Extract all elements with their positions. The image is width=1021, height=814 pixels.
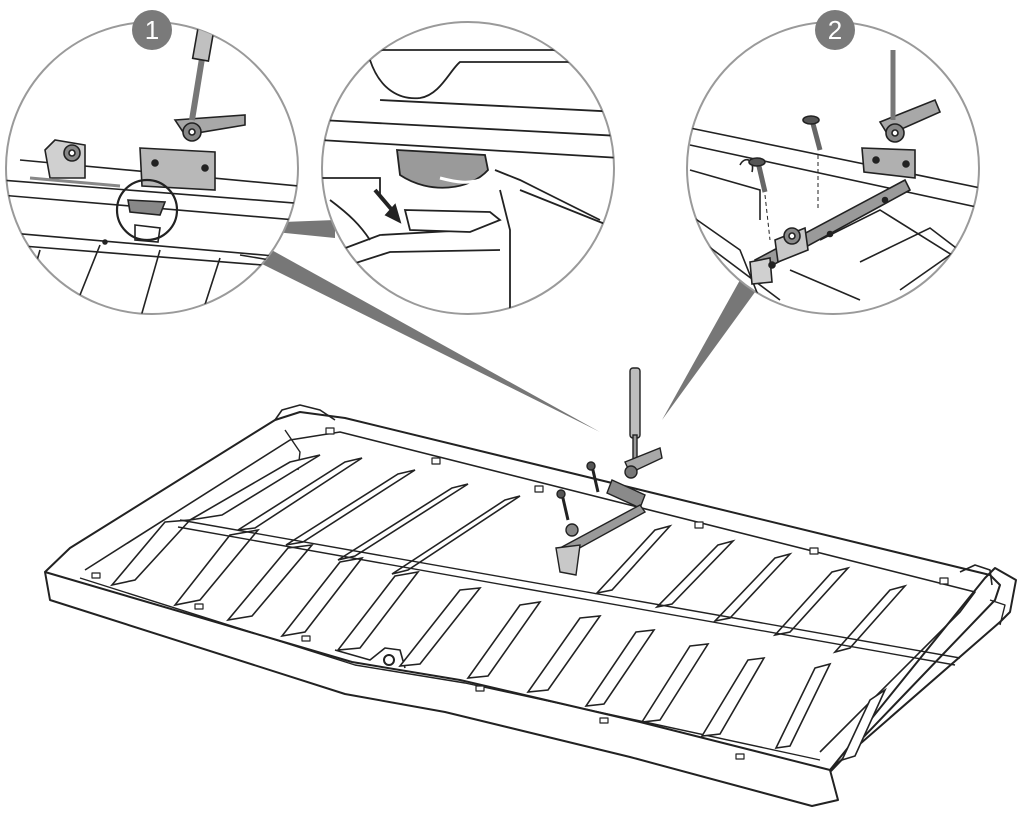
tray-top-rim	[44, 411, 1001, 773]
detail-circle-2	[686, 21, 980, 315]
tray-slats	[109, 454, 961, 762]
tray-right-end	[829, 567, 1017, 771]
callout-pointer-2	[662, 280, 758, 420]
tray-front-rim	[44, 571, 839, 807]
step-badge-2: 2	[815, 10, 855, 50]
step-badge-1: 1	[132, 10, 172, 50]
callout-pointer-1	[258, 248, 600, 432]
tray-hinge-assembly	[555, 367, 663, 576]
detail-circle-1	[5, 21, 299, 315]
detail-circle-zoom	[321, 21, 615, 315]
